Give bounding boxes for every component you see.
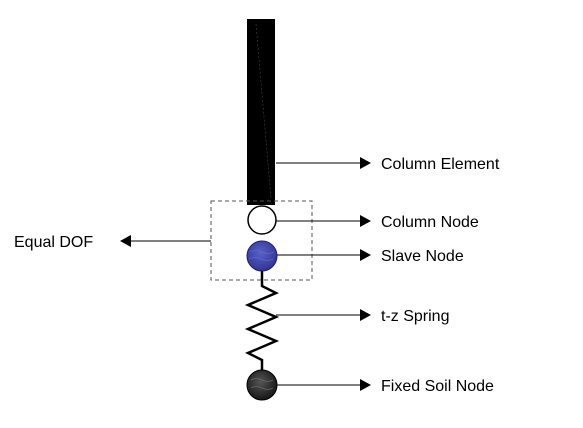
- label-fixed-soil-node: Fixed Soil Node: [381, 378, 494, 395]
- slave-node: [246, 240, 278, 272]
- arrow-column-node: [276, 215, 371, 227]
- column-highlight: [255, 23, 272, 199]
- arrow-equal-dof: [120, 235, 211, 247]
- label-column-node: Column Node: [381, 214, 479, 231]
- tz-spring: [244, 271, 280, 371]
- fixed-soil-node: [246, 369, 278, 401]
- fixed-soil-node-texture: [250, 378, 274, 390]
- label-slave-node: Slave Node: [381, 248, 464, 265]
- arrow-tz-spring: [276, 309, 371, 321]
- equal-dof-group-box: [210, 200, 313, 281]
- column-node: [247, 205, 277, 235]
- arrow-fixed-soil-node: [277, 379, 371, 391]
- arrow-slave-node: [277, 249, 371, 261]
- column-element: [247, 19, 275, 205]
- arrow-column-element: [276, 157, 371, 169]
- slave-node-texture: [248, 250, 275, 261]
- label-equal-dof: Equal DOF: [14, 234, 93, 251]
- label-tz-spring: t-z Spring: [381, 308, 449, 325]
- label-column-element: Column Element: [381, 156, 500, 173]
